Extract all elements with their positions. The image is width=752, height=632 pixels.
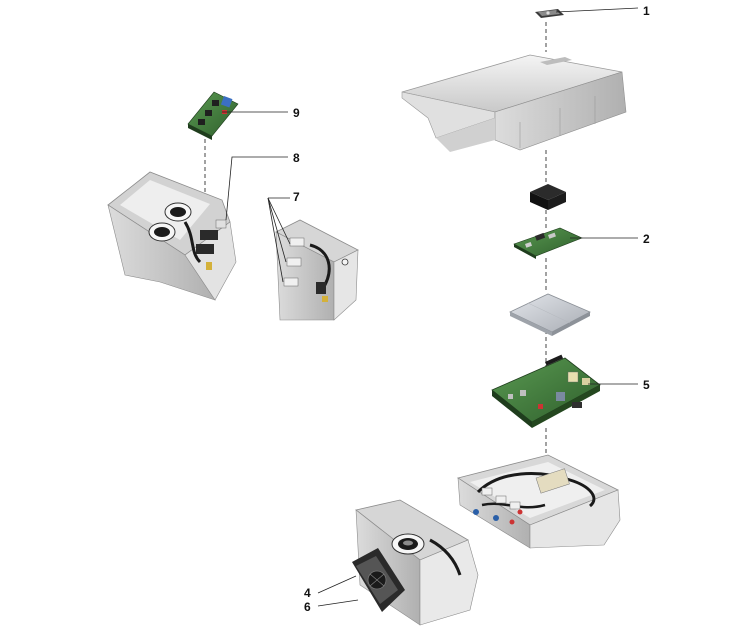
part-2-control-board xyxy=(513,227,583,259)
part-4-6-capacitor-fan-housing xyxy=(352,499,479,626)
part-9-interface-board xyxy=(187,91,239,140)
callout-9: 9 xyxy=(293,106,300,120)
callout-labels: 1 2 5 9 8 7 4 6 xyxy=(293,4,650,614)
callout-5: 5 xyxy=(643,378,650,392)
callout-4: 4 xyxy=(304,586,311,600)
part-5-main-power-board xyxy=(491,354,601,428)
callout-6: 6 xyxy=(304,600,311,614)
callout-7: 7 xyxy=(293,190,300,204)
callout-2: 2 xyxy=(643,232,650,246)
black-connector-block xyxy=(530,184,566,210)
metal-shield-plate xyxy=(509,293,591,336)
part-1-control-panel xyxy=(535,9,564,18)
bottom-housing-assembly xyxy=(457,454,621,549)
leader-lines xyxy=(222,7,639,607)
part-7-terminal-housing xyxy=(275,219,359,321)
callout-1: 1 xyxy=(643,4,650,18)
callout-8: 8 xyxy=(293,151,300,165)
top-cover xyxy=(401,54,627,152)
part-8-left-housing xyxy=(107,171,237,301)
